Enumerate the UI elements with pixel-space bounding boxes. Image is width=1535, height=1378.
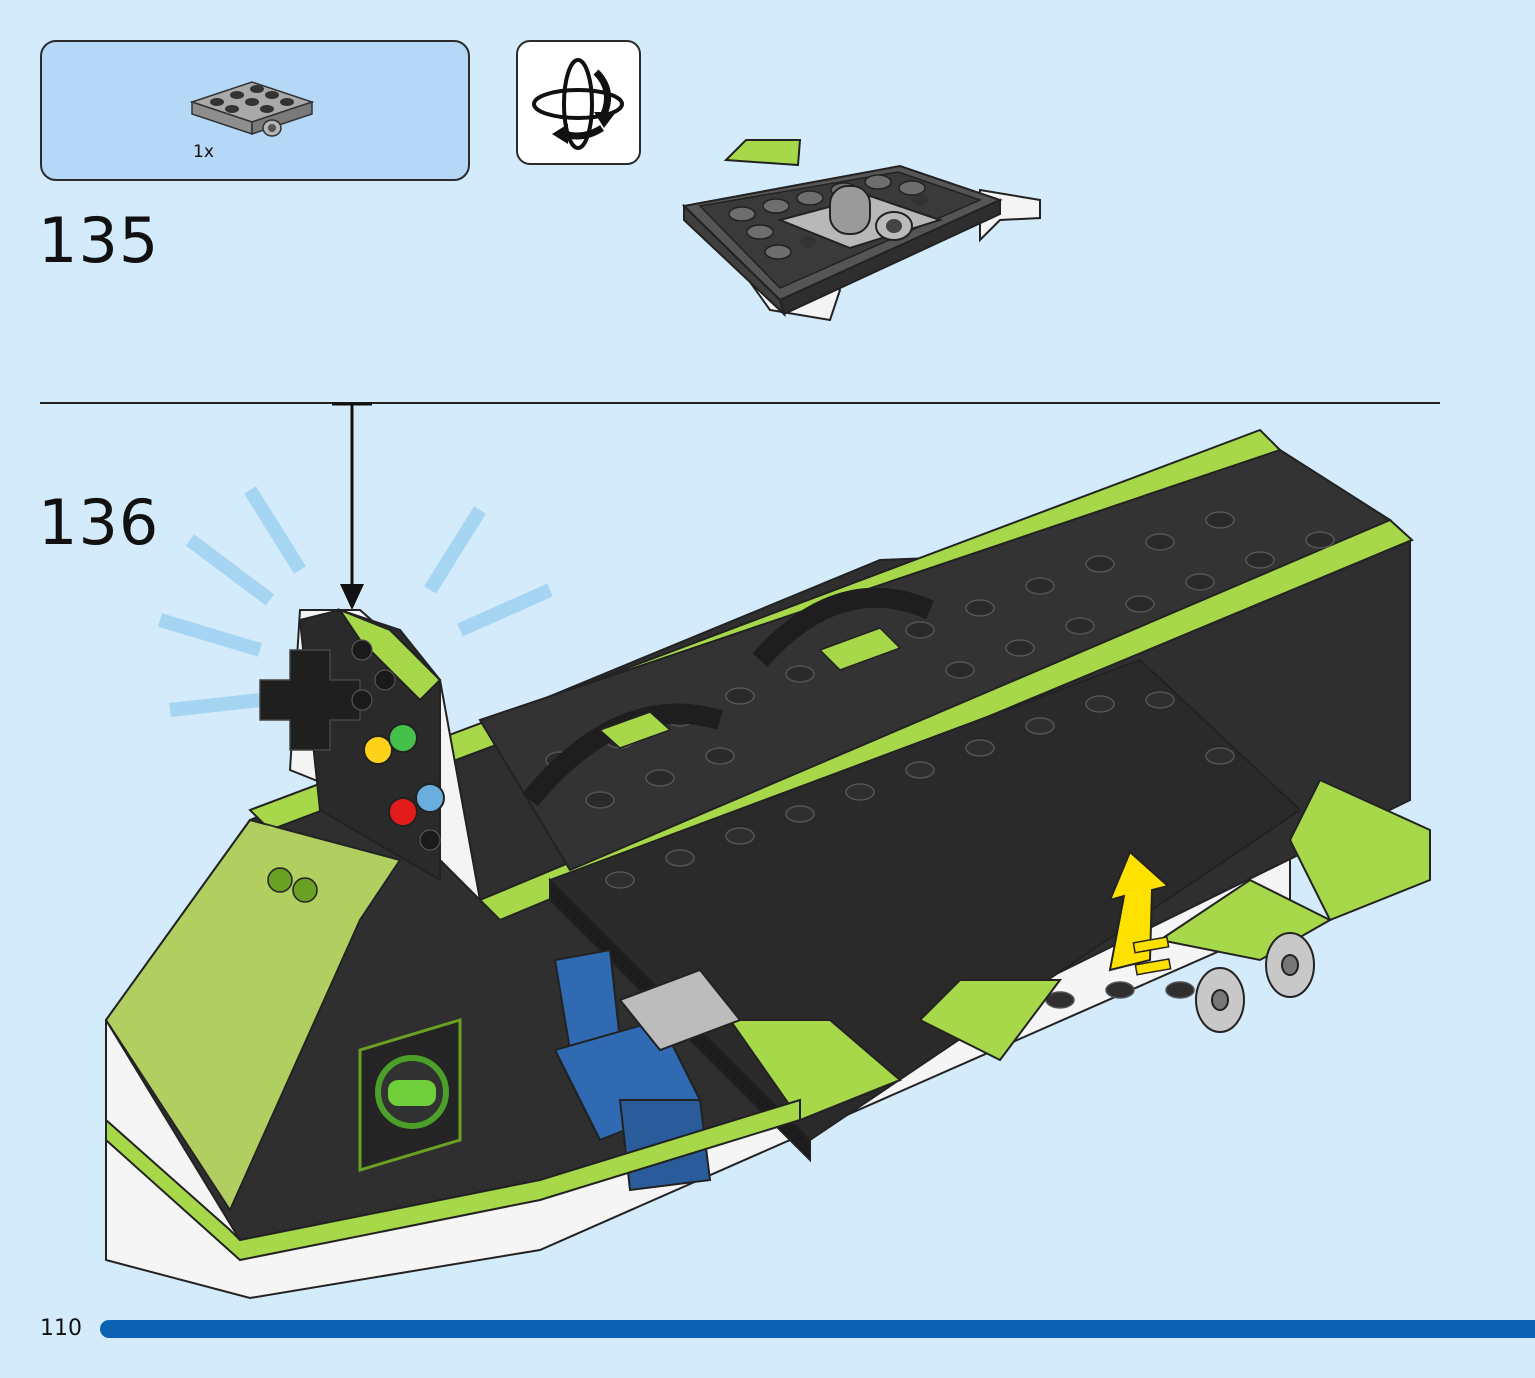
part-quantity: 1x: [193, 142, 214, 162]
parts-list-callout: 1x: [40, 40, 470, 181]
gray-plate-part-icon: [189, 81, 315, 137]
step-number-136: 136: [38, 486, 160, 559]
step-number-135: 135: [38, 204, 160, 277]
rotate-callout: [516, 40, 641, 165]
page-progress-bar: [100, 1320, 1535, 1338]
step-divider: [40, 402, 1440, 404]
step-136-model-illustration: [104, 402, 1431, 1300]
rotate-model-icon: [532, 58, 624, 150]
page-number: 110: [40, 1316, 82, 1341]
step-135-subassembly-illustration: [681, 139, 1041, 322]
